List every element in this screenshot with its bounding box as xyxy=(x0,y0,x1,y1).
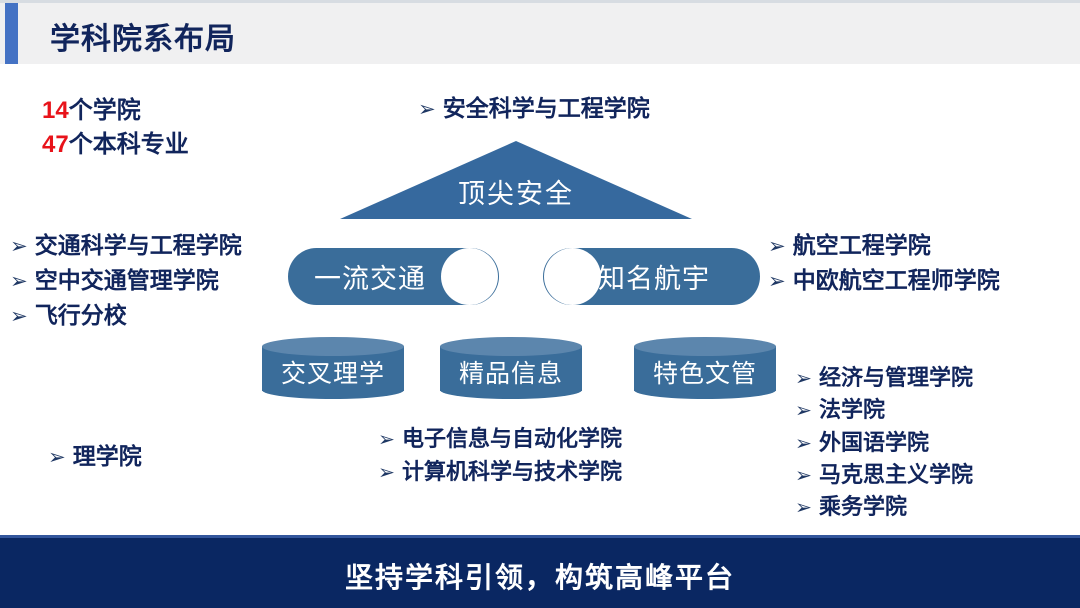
cylinder-label: 精品信息 xyxy=(458,360,563,388)
list-item-label: 马克思主义学院 xyxy=(818,461,973,487)
pill-notch-left xyxy=(441,248,498,305)
list-top-center: ➢ 安全科学与工程学院 xyxy=(418,89,650,123)
list-item: ➢ 飞行分校 xyxy=(10,298,242,333)
footer-top-rule xyxy=(0,535,1080,538)
list-item: ➢ 电子信息与自动化学院 xyxy=(378,422,622,455)
list-item: ➢ 空中交通管理学院 xyxy=(10,263,242,298)
list-item: ➢ 法学院 xyxy=(795,394,973,426)
list-item: ➢ 航空工程学院 xyxy=(768,228,1000,263)
list-item-label: 电子信息与自动化学院 xyxy=(401,426,622,451)
cylinder-cross-science: 交叉理学 xyxy=(262,337,404,399)
stat-line-colleges: 14个学院 xyxy=(42,94,189,128)
list-item-label: 安全科学与工程学院 xyxy=(442,95,650,121)
cylinder-top-ellipse xyxy=(262,337,404,356)
arrow-bullet-icon: ➢ xyxy=(768,235,786,258)
arrow-bullet-icon: ➢ xyxy=(795,497,812,520)
pill-renowned-aerospace: 知名航宇 xyxy=(572,248,760,305)
list-item-label: 航空工程学院 xyxy=(792,232,931,258)
arrow-bullet-icon: ➢ xyxy=(768,270,786,294)
arrow-bullet-icon: ➢ xyxy=(378,462,395,484)
header-top-rule xyxy=(0,0,1080,3)
list-item: ➢ 理学院 xyxy=(48,437,142,471)
list-item-label: 外国语学院 xyxy=(818,429,929,455)
stat-number-majors: 47 xyxy=(42,131,69,159)
arrow-bullet-icon: ➢ xyxy=(378,429,395,451)
list-item-label: 乘务学院 xyxy=(818,494,907,520)
list-item-label: 飞行分校 xyxy=(34,302,127,329)
stat-suffix-colleges: 个学院 xyxy=(68,97,141,124)
stat-suffix-majors: 个本科专业 xyxy=(68,131,189,159)
pyramid-apex: 顶尖安全 xyxy=(340,141,692,219)
arrow-bullet-icon: ➢ xyxy=(418,98,436,121)
list-item-label: 经济与管理学院 xyxy=(818,365,973,390)
pill-first-class-transport: 一流交通 xyxy=(288,248,470,305)
list-item-label: 计算机科学与技术学院 xyxy=(401,459,622,484)
list-item: ➢ 经济与管理学院 xyxy=(795,362,973,394)
arrow-bullet-icon: ➢ xyxy=(795,368,812,390)
arrow-bullet-icon: ➢ xyxy=(10,235,28,258)
cylinder-quality-information: 精品信息 xyxy=(440,337,582,399)
list-item: ➢ 安全科学与工程学院 xyxy=(418,89,650,123)
stat-line-majors: 47个本科专业 xyxy=(42,128,189,162)
cylinder-featured-humanities: 特色文管 xyxy=(634,337,776,399)
arrow-bullet-icon: ➢ xyxy=(48,446,66,469)
list-right-top: ➢ 航空工程学院 ➢ 中欧航空工程师学院 xyxy=(768,228,1000,298)
cylinder-label: 交叉理学 xyxy=(280,360,385,388)
list-bottom-left: ➢ 理学院 xyxy=(48,437,142,471)
triangle-icon xyxy=(340,141,692,219)
header-accent-bar xyxy=(5,3,18,64)
stats-block: 14个学院 47个本科专业 xyxy=(42,94,189,162)
list-item: ➢ 中欧航空工程师学院 xyxy=(768,263,1000,298)
list-right-bottom: ➢ 经济与管理学院 ➢ 法学院 ➢ 外国语学院 ➢ 马克思主义学院 ➢ 乘务学院 xyxy=(795,362,973,524)
arrow-bullet-icon: ➢ xyxy=(795,464,812,487)
footer-slogan: 坚持学科引领，构筑高峰平台 xyxy=(344,562,735,593)
pill-label: 知名航宇 xyxy=(598,264,710,294)
cylinder-label: 特色文管 xyxy=(652,360,757,388)
arrow-bullet-icon: ➢ xyxy=(795,432,812,455)
footer-bar xyxy=(0,538,1080,608)
cylinder-top-ellipse xyxy=(634,337,776,356)
pyramid-apex-label: 顶尖安全 xyxy=(458,179,574,209)
list-item-label: 中欧航空工程师学院 xyxy=(792,267,1000,294)
list-item: ➢ 交通科学与工程学院 xyxy=(10,228,242,263)
list-item: ➢ 外国语学院 xyxy=(795,427,973,459)
arrow-bullet-icon: ➢ xyxy=(795,400,812,423)
list-bottom-center: ➢ 电子信息与自动化学院 ➢ 计算机科学与技术学院 xyxy=(378,422,622,488)
list-item-label: 理学院 xyxy=(72,443,142,469)
list-left: ➢ 交通科学与工程学院 ➢ 空中交通管理学院 ➢ 飞行分校 xyxy=(10,228,242,334)
list-item-label: 交通科学与工程学院 xyxy=(34,232,242,258)
pill-label: 一流交通 xyxy=(314,264,426,294)
arrow-bullet-icon: ➢ xyxy=(10,270,28,294)
list-item-label: 法学院 xyxy=(818,397,885,423)
list-item: ➢ 计算机科学与技术学院 xyxy=(378,455,622,488)
stat-number-colleges: 14 xyxy=(42,97,69,124)
cylinder-top-ellipse xyxy=(440,337,582,356)
arrow-bullet-icon: ➢ xyxy=(10,305,28,329)
list-item: ➢ 马克思主义学院 xyxy=(795,459,973,491)
page-title: 学科院系布局 xyxy=(50,23,236,56)
list-item-label: 空中交通管理学院 xyxy=(34,267,219,294)
header-band xyxy=(0,3,1080,64)
list-item: ➢ 乘务学院 xyxy=(795,491,973,523)
pill-notch-right xyxy=(544,248,601,305)
